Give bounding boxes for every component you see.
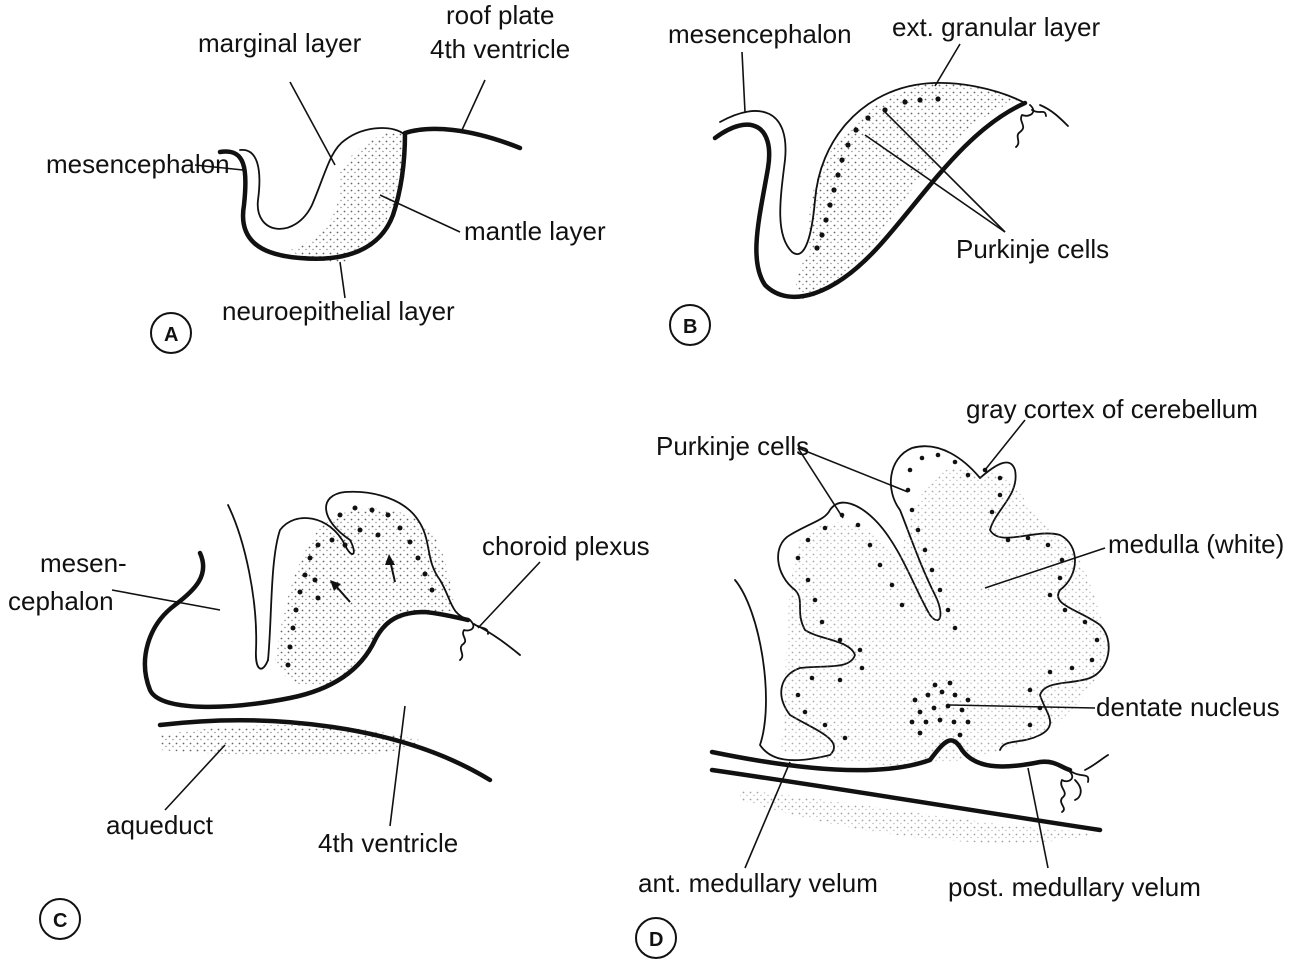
label-gray-cortex: gray cortex of cerebellum	[966, 394, 1258, 424]
label-marginal-layer: marginal layer	[198, 28, 362, 58]
panel-d-ventricle-shading	[740, 790, 1100, 843]
label-choroid-plexus: choroid plexus	[482, 531, 650, 561]
panel-d-roof-line	[1085, 755, 1108, 770]
label-4th-ventricle-a: 4th ventricle	[430, 34, 570, 64]
label-mantle-layer: mantle layer	[464, 216, 606, 246]
panel-b-letter: B	[683, 316, 697, 338]
leader-mesencephalon-c	[112, 590, 220, 610]
panel-b-roof-line	[1040, 105, 1068, 126]
panel-c-choroid-tuft	[460, 620, 520, 660]
panel-c: mesen- cephalon choroid plexus aqueduct …	[8, 492, 650, 939]
leader-choroid-plexus	[478, 562, 540, 628]
panel-a-letter: A	[164, 324, 178, 346]
panel-d-choroid-tuft	[1061, 770, 1088, 812]
label-medulla: medulla (white)	[1108, 529, 1284, 559]
leader-neuroepithelial	[340, 262, 345, 298]
leader-roof-plate	[462, 80, 485, 130]
label-roof-plate: roof plate	[446, 0, 554, 30]
label-ext-granular-layer: ext. granular layer	[892, 12, 1100, 42]
label-neuroepithelial-layer: neuroepithelial layer	[222, 296, 455, 326]
panel-a: marginal layer roof plate 4th ventricle …	[46, 0, 606, 353]
label-ant-medullary-velum: ant. medullary velum	[638, 868, 878, 898]
label-purkinje-cells-d: Purkinje cells	[656, 431, 809, 461]
panel-b-choroid-tuft	[1016, 105, 1046, 147]
leader-mesencephalon-b	[742, 52, 745, 112]
leader-purkinje-d2	[798, 448, 908, 492]
label-mesen-line2: cephalon	[8, 586, 114, 616]
leader-marginal-layer	[290, 82, 335, 165]
panel-c-letter: C	[53, 910, 67, 932]
leader-4th-ventricle-c	[390, 706, 405, 826]
label-aqueduct: aqueduct	[106, 810, 214, 840]
panel-d-shading	[780, 468, 1110, 765]
panel-b-shading	[796, 83, 1020, 300]
label-purkinje-cells-b: Purkinje cells	[956, 234, 1109, 264]
label-post-medullary-velum: post. medullary velum	[948, 872, 1201, 902]
panel-d-letter: D	[649, 929, 663, 951]
panel-c-mesen-thin	[228, 505, 268, 669]
label-mesencephalon-a: mesencephalon	[46, 149, 230, 179]
panel-c-ventricle-shading	[160, 725, 420, 757]
leader-ext-granular	[935, 44, 960, 86]
panel-d: gray cortex of cerebellum Purkinje cells…	[636, 394, 1284, 958]
label-dentate-nucleus: dentate nucleus	[1096, 692, 1280, 722]
panel-b: mesencephalon ext. granular layer Purkin…	[668, 12, 1109, 345]
leader-aqueduct	[165, 745, 225, 810]
label-4th-ventricle-c: 4th ventricle	[318, 828, 458, 858]
label-mesen-line1: mesen-	[40, 548, 127, 578]
panel-a-mantle-shading	[290, 132, 406, 262]
label-mesencephalon-b: mesencephalon	[668, 19, 852, 49]
